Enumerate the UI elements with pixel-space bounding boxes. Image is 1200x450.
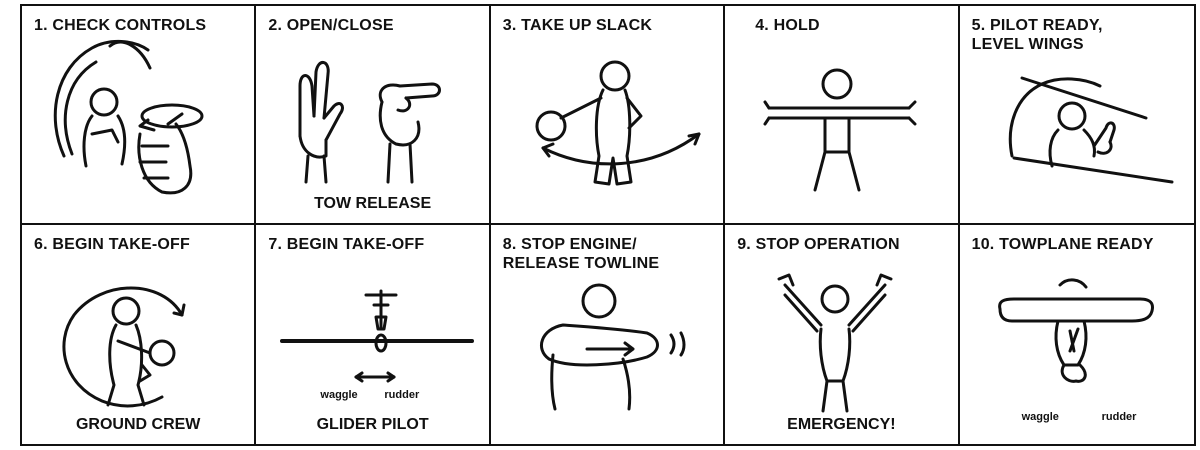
panel-title: 1. CHECK CONTROLS (34, 17, 207, 34)
person-horizontal-arm-icon (539, 283, 686, 411)
panel-stop-engine: 8. STOP ENGINE/ RELEASE TOWLINE (491, 225, 726, 444)
person-arms-out-icon (763, 68, 917, 192)
rudder-label: rudder (384, 389, 420, 401)
panel-caption: GROUND CREW (75, 416, 201, 433)
person-crossed-arms-icon (777, 273, 893, 413)
waggle-label: waggle (1021, 411, 1059, 423)
panel-title: 8. STOP ENGINE/ RELEASE TOWLINE (502, 236, 660, 272)
panel-caption: EMERGENCY! (787, 416, 896, 433)
panel-hold: 4. HOLD (725, 6, 960, 225)
pilot-thumbs-up-icon (1008, 76, 1174, 184)
signals-chart: 1. CHECK CONTROLS 2. OPEN/CLOSE (20, 4, 1196, 446)
cockpit-stick-hand-icon (53, 40, 204, 195)
panel-stop-operation: 9. STOP OPERATION EMERGENCY! (725, 225, 960, 444)
person-swing-arm-icon (535, 60, 701, 186)
panel-pilot-ready: 5. PILOT READY, LEVEL WINGS (959, 6, 1194, 225)
panel-title: 3. TAKE UP SLACK (502, 17, 653, 34)
panel-open-close: 2. OPEN/CLOSE TOW RELEASE (256, 6, 491, 225)
hand-gesture-icon (298, 61, 442, 184)
panel-title: 4. HOLD (755, 17, 820, 34)
panel-title: 9. STOP OPERATION (737, 236, 900, 253)
panel-title: 6. BEGIN TAKE-OFF (34, 236, 190, 253)
person-circle-arm-icon (62, 286, 186, 408)
panel-begin-takeoff-glider: 7. BEGIN TAKE-OFF waggle rudder GLIDER P… (256, 225, 491, 444)
panel-caption: GLIDER PILOT (316, 416, 429, 433)
glider-wing-icon (280, 289, 475, 383)
rudder-label: rudder (1101, 411, 1137, 423)
waggle-label: waggle (320, 389, 358, 401)
panel-check-controls: 1. CHECK CONTROLS (22, 6, 257, 225)
panel-title: 7. BEGIN TAKE-OFF (268, 236, 425, 253)
panel-towplane-ready: 10. TOWPLANE READY waggle rudder (960, 225, 1194, 444)
panel-title: 5. PILOT READY, LEVEL WINGS (971, 17, 1103, 53)
panel-title: 2. OPEN/CLOSE (268, 17, 394, 34)
panel-take-up-slack: 3. TAKE UP SLACK (490, 6, 726, 225)
panel-begin-takeoff-ground: 6. BEGIN TAKE-OFF GROUND CREW (22, 225, 257, 444)
panel-title: 10. TOWPLANE READY (971, 236, 1154, 253)
panel-caption: TOW RELEASE (314, 195, 432, 212)
towplane-icon (997, 278, 1154, 383)
